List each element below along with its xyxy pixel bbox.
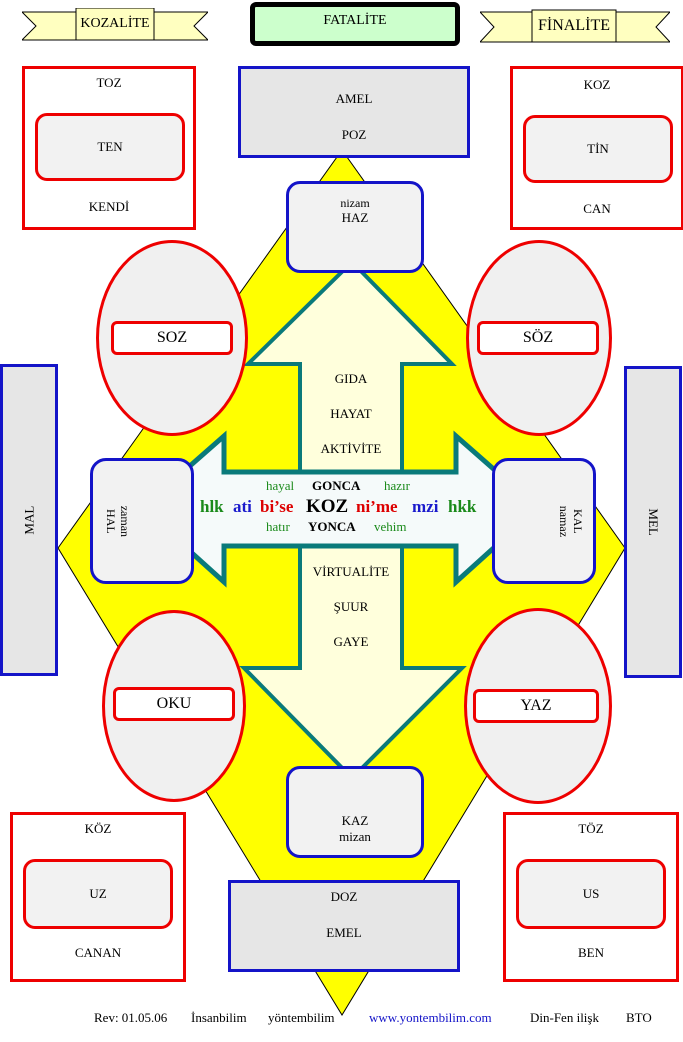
top-box-amel-poz: AMEL POZ	[238, 66, 470, 158]
side-box-left-label: MAL	[20, 505, 36, 535]
corner-inner-box: TEN	[35, 113, 185, 181]
ribbon-right	[480, 9, 670, 43]
banner-fatalite-label: FATALİTE	[323, 13, 387, 28]
small-box-left: zaman HAL	[90, 458, 194, 584]
small-box-right-line1: KAL	[571, 508, 586, 534]
side-box-left: MAL	[0, 364, 58, 676]
corner-box-top-left: TOZ TEN KENDİ	[22, 66, 196, 230]
oval-label: SOZ	[111, 321, 233, 355]
top-box-line1: AMEL	[335, 91, 373, 106]
center-word-hazir: hazır	[384, 478, 410, 493]
center-row1: hayal GONCA hazır	[160, 478, 530, 496]
bottom-box-line1: DOZ	[330, 889, 358, 904]
oval-bottom-left: OKU	[102, 610, 246, 802]
oval-top-left: SOZ	[96, 240, 248, 436]
small-box-right: KAL namaz	[492, 458, 596, 584]
corner-inner-box: US	[516, 859, 666, 929]
center-row2-word: hlk	[200, 497, 224, 516]
corner-inner-box: TİN	[523, 115, 673, 183]
footer: Rev: 01.05.06 İnsanbilim yöntembilim www…	[0, 1010, 683, 1030]
top-box-line2: POZ	[341, 127, 367, 142]
footer-topic: Din-Fen ilişk	[530, 1010, 599, 1025]
vertical-lower-item: GAYE	[333, 634, 369, 649]
center-word-hayal: hayal	[266, 478, 295, 493]
oval-label: OKU	[113, 687, 235, 721]
small-box-top-line1: nizam	[340, 196, 370, 210]
center-row2-word: mzi	[412, 497, 439, 516]
bottom-box-doz-emel: DOZ EMEL	[228, 880, 460, 972]
corner-top-label: TÖZ	[578, 821, 604, 836]
oval-bottom-right: YAZ	[464, 608, 612, 804]
footer-site-name: İnsanbilim	[191, 1010, 247, 1025]
vertical-upper-text: GIDA HAYAT AKTİVİTE	[300, 372, 402, 477]
ribbon-left	[22, 8, 208, 41]
small-box-top-line2: HAZ	[341, 210, 369, 226]
small-box-left-line1: zaman	[118, 505, 133, 537]
corner-box-top-right: KOZ TİN CAN	[510, 66, 683, 230]
center-row2-word: ati	[233, 497, 252, 516]
center-word-gonca: GONCA	[312, 478, 361, 493]
oval-label: YAZ	[473, 689, 599, 723]
bottom-box-line2: EMEL	[326, 925, 362, 940]
banner-kozalite: KOZALİTE	[80, 16, 150, 31]
corner-inner-box: UZ	[23, 859, 173, 929]
center-row2-word: ni’me	[356, 497, 398, 516]
small-box-bottom: KAZ mizan	[286, 766, 424, 858]
footer-url-link[interactable]: www.yontembilim.com	[369, 1010, 492, 1025]
banner-finalite: FİNALİTE	[538, 17, 610, 34]
corner-bottom-label: BEN	[578, 945, 604, 960]
center-word-vehim: vehim	[374, 519, 407, 534]
footer-word: yöntembilim	[268, 1010, 335, 1025]
oval-top-right: SÖZ	[466, 240, 612, 436]
corner-box-bottom-left: KÖZ UZ CANAN	[10, 812, 186, 982]
vertical-upper-item: AKTİVİTE	[320, 441, 382, 456]
footer-rev: Rev: 01.05.06	[94, 1010, 168, 1025]
vertical-upper-item: HAYAT	[330, 406, 372, 421]
center-row2: hlk ati bi’se KOZ ni’me mzi hkk	[150, 496, 530, 521]
center-word-yonca: YONCA	[308, 519, 356, 534]
center-row2-word: bi’se	[260, 497, 294, 516]
oval-label: SÖZ	[477, 321, 599, 355]
banner-fatalite: FATALİTE	[250, 2, 460, 46]
center-row2-word: KOZ	[306, 496, 349, 517]
vertical-lower-item: VİRTUALİTE	[312, 564, 390, 579]
small-box-bottom-line2: mizan	[339, 828, 371, 844]
side-box-right: MEL	[624, 366, 682, 678]
corner-top-label: KÖZ	[84, 821, 112, 836]
vertical-lower-item: ŞUUR	[333, 599, 369, 614]
corner-bottom-label: CAN	[583, 201, 611, 216]
small-box-top: nizam HAZ	[286, 181, 424, 273]
side-box-right-label: MEL	[646, 508, 662, 536]
small-box-bottom-line1: KAZ	[341, 812, 369, 828]
vertical-upper-item: GIDA	[334, 371, 368, 386]
center-row3: hatır YONCA vehim	[160, 519, 530, 537]
corner-bottom-label: CANAN	[74, 945, 122, 960]
center-word-hatir: hatır	[266, 519, 290, 534]
corner-top-label: KOZ	[583, 77, 611, 92]
small-box-left-line2: HAL	[104, 508, 118, 534]
center-row2-word: hkk	[448, 497, 477, 516]
vertical-lower-text: VİRTUALİTE ŞUUR GAYE	[296, 565, 406, 670]
corner-box-bottom-right: TÖZ US BEN	[503, 812, 679, 982]
footer-code: BTO	[626, 1010, 652, 1025]
corner-top-label: TOZ	[96, 75, 122, 90]
small-box-right-line2: namaz	[557, 505, 571, 537]
corner-bottom-label: KENDİ	[88, 199, 130, 214]
